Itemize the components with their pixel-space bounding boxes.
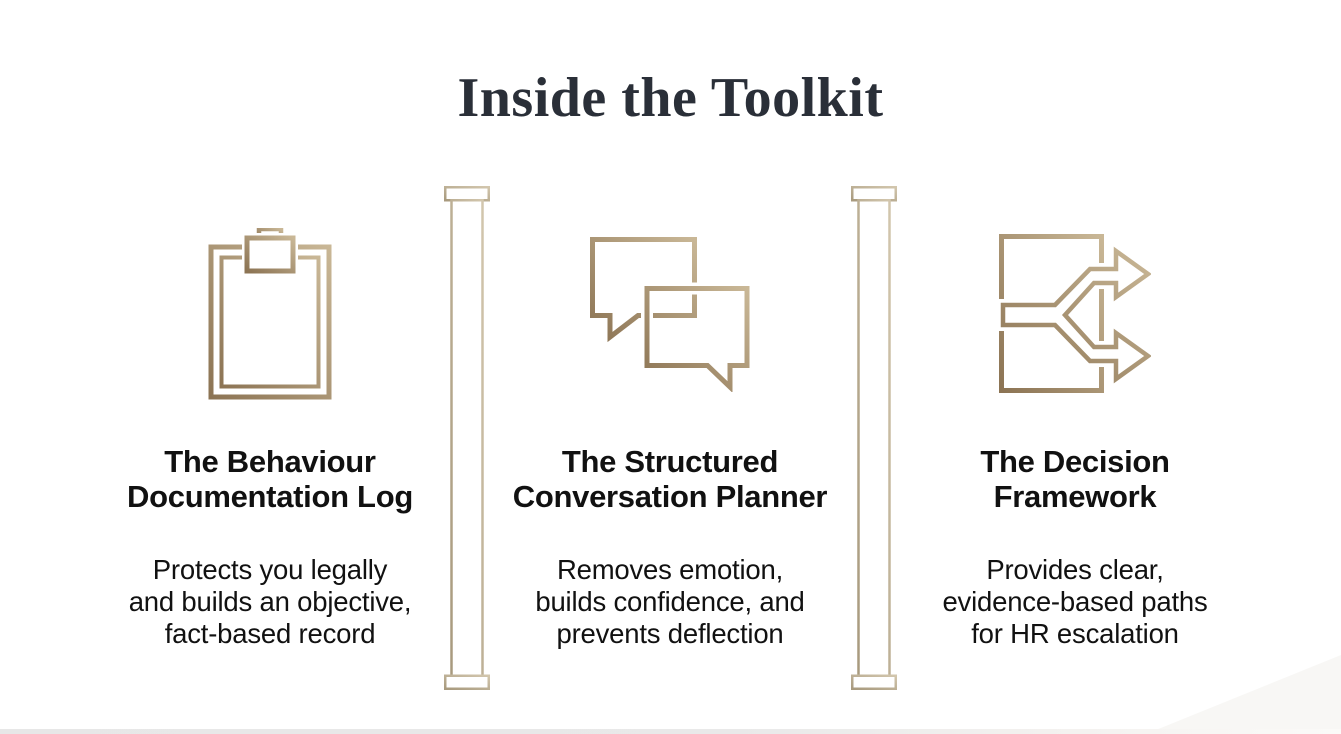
icon-box — [95, 228, 445, 400]
toolkit-column-documentation-log: The Behaviour Documentation Log Protects… — [95, 228, 445, 650]
speech-bubbles-icon — [590, 236, 750, 392]
column-description: Provides clear, evidence-based paths for… — [942, 554, 1208, 649]
toolkit-column-conversation-planner: The Structured Conversation Planner Remo… — [495, 228, 845, 650]
column-description: Removes emotion, builds confidence, and … — [535, 554, 805, 649]
column-heading: The Structured Conversation Planner — [512, 444, 828, 514]
bottom-edge-strip — [0, 729, 1341, 734]
column-heading: The Decision Framework — [980, 444, 1170, 514]
column-heading: The Behaviour Documentation Log — [127, 444, 413, 514]
pillar-divider-icon — [444, 186, 490, 690]
pillar-divider-icon — [851, 186, 897, 690]
decision-framework-icon — [999, 234, 1151, 393]
icon-box — [495, 228, 845, 400]
icon-box — [900, 228, 1250, 400]
toolkit-column-decision-framework: The Decision Framework Provides clear, e… — [900, 228, 1250, 650]
clipboard-icon — [208, 228, 332, 400]
page-title: Inside the Toolkit — [457, 67, 884, 129]
column-description: Protects you legally and builds an objec… — [128, 554, 412, 649]
corner-shadow — [1146, 655, 1341, 734]
